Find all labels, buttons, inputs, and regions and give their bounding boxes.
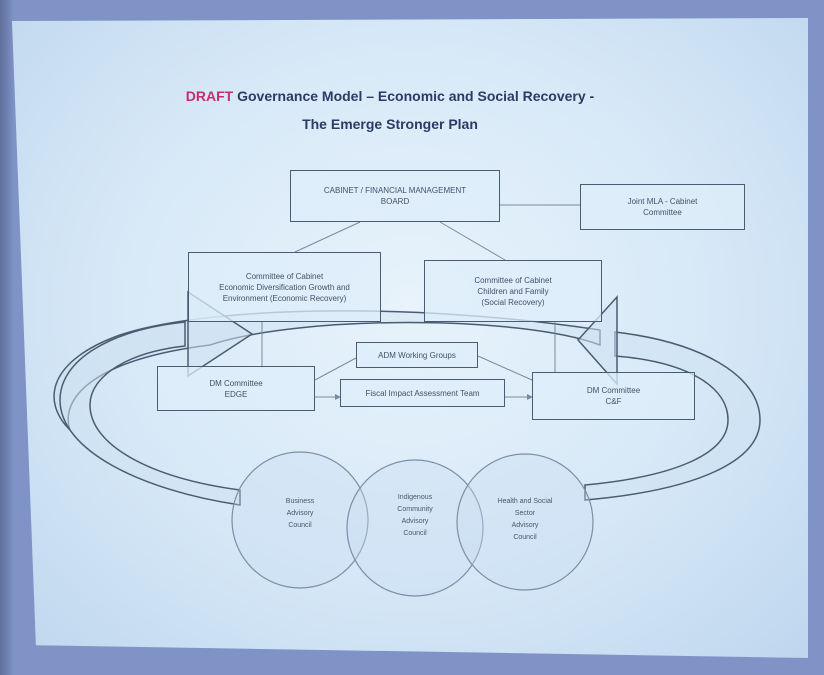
line-adm-to-dmcf xyxy=(477,355,533,381)
box-committee-cf: Committee of Cabinet Children and Family… xyxy=(424,260,602,322)
box-dm-committee-edge-label: DM Committee EDGE xyxy=(209,378,263,399)
box-joint-mla: Joint MLA - Cabinet Committee xyxy=(580,184,745,230)
box-fiscal-impact-team: Fiscal Impact Assessment Team xyxy=(340,379,505,407)
label-health-council: Health and Social Sector Advisory Counci… xyxy=(497,498,553,541)
box-adm-working-groups: ADM Working Groups xyxy=(356,342,478,368)
box-cabinet-fmb-label: CABINET / FINANCIAL MANAGEMENT BOARD xyxy=(323,186,467,206)
box-fiscal-impact-team-label: Fiscal Impact Assessment Team xyxy=(365,388,480,398)
box-dm-committee-cf: DM Committee C&F xyxy=(532,372,695,420)
box-dm-committee-cf-label: DM Committee C&F xyxy=(586,386,641,406)
slide-title-line1: DRAFT Governance Model – Economic and So… xyxy=(150,88,630,104)
line-cabinet-to-cf xyxy=(439,221,506,261)
label-business-council: Business Advisory Council xyxy=(285,498,315,529)
title-text: Governance Model – Economic and Social R… xyxy=(233,88,595,104)
cycle-arrow xyxy=(53,290,761,506)
box-joint-mla-label: Joint MLA - Cabinet Committee xyxy=(627,197,698,217)
circle-indigenous-council xyxy=(346,459,484,597)
line-dm-to-adm xyxy=(314,357,357,381)
connectors xyxy=(261,204,580,400)
circle-business-council xyxy=(231,451,369,589)
wall-left xyxy=(0,0,14,675)
cycle-arrow-left-band xyxy=(59,321,241,506)
label-indigenous-council: Indigenous Community Advisory Council xyxy=(397,494,433,537)
box-committee-edge-label: Committee of Cabinet Economic Diversific… xyxy=(219,271,350,303)
box-committee-edge: Committee of Cabinet Economic Diversific… xyxy=(188,252,381,322)
draft-label: DRAFT xyxy=(185,88,234,104)
box-dm-committee-edge: DM Committee EDGE xyxy=(157,366,315,411)
slide-title-line2: The Emerge Stronger Plan xyxy=(302,116,478,132)
council-circles xyxy=(231,451,594,597)
cycle-arrow-back xyxy=(53,310,601,431)
box-committee-cf-label: Committee of Cabinet Children and Family… xyxy=(474,275,552,307)
cycle-arrow-right-band xyxy=(584,331,761,501)
box-cabinet-fmb: CABINET / FINANCIAL MANAGEMENT BOARD xyxy=(290,170,500,222)
circle-health-council xyxy=(456,453,594,591)
line-cabinet-to-edge xyxy=(294,221,361,253)
box-adm-working-groups-label: ADM Working Groups xyxy=(378,350,456,360)
